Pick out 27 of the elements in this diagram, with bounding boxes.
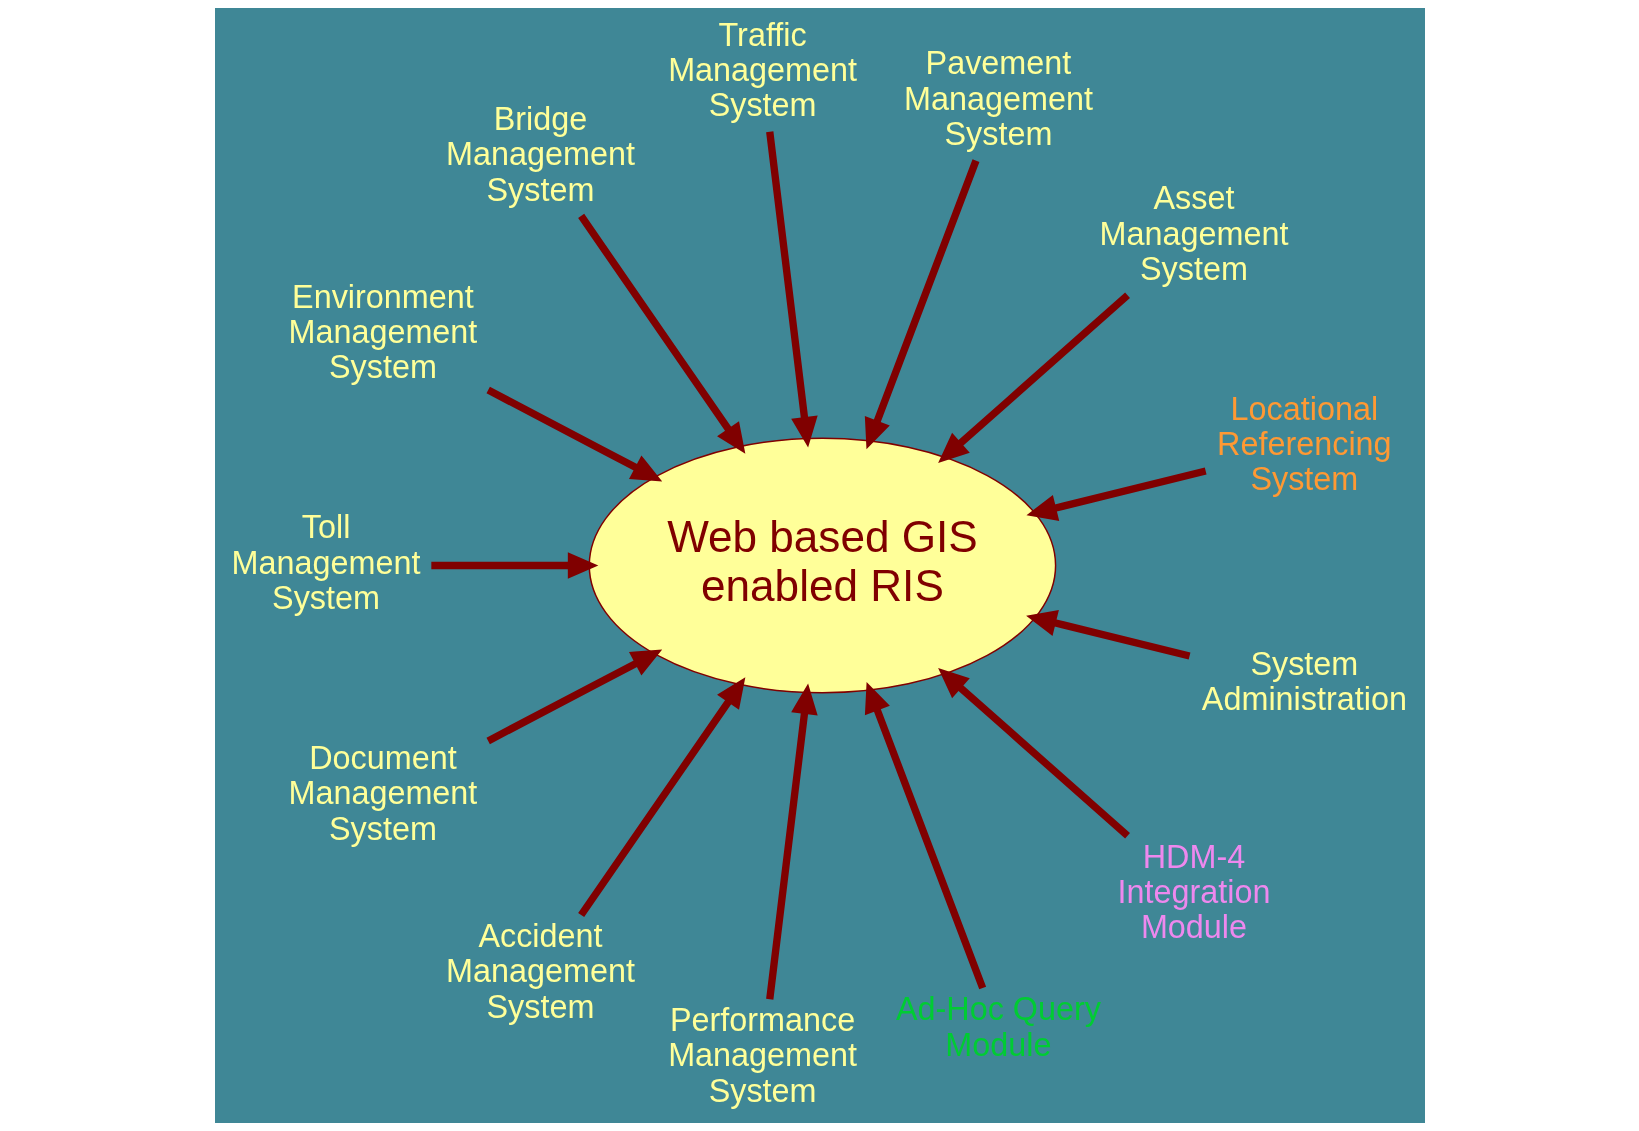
arrow (577, 213, 745, 454)
arrow (937, 292, 1130, 463)
arrow (864, 159, 979, 450)
arrow (430, 552, 598, 579)
node-text: Environment Management System (287, 278, 477, 386)
node-text: Accident Management System (445, 917, 635, 1025)
arrow (937, 667, 1130, 839)
node-text: Document Management System (287, 740, 477, 847)
arrow (765, 683, 818, 1000)
node-text: Toll Management System (231, 509, 420, 617)
node-text: Asset Management System (1099, 180, 1288, 287)
node-ellipse: Web based GIS enabled RIS (588, 437, 1056, 694)
node-text: Performance Management System (667, 1002, 857, 1109)
node-text: Locational Referencing System (1216, 390, 1392, 498)
arrow (1025, 467, 1207, 521)
arrow (486, 649, 662, 745)
node-text: Ad-Hoc Query Module (895, 991, 1101, 1063)
arrow (1025, 610, 1190, 660)
node-text: HDM-4 Integration Module (1117, 838, 1270, 946)
arrow (486, 386, 662, 482)
arrow (765, 131, 818, 448)
node-text: Pavement Management System (903, 45, 1093, 152)
node-text: Traffic Management System (667, 16, 857, 124)
arrow (577, 677, 745, 918)
node-text: System Administration (1201, 645, 1407, 718)
node-text: Bridge Management System (445, 100, 635, 208)
arrow (864, 681, 986, 990)
